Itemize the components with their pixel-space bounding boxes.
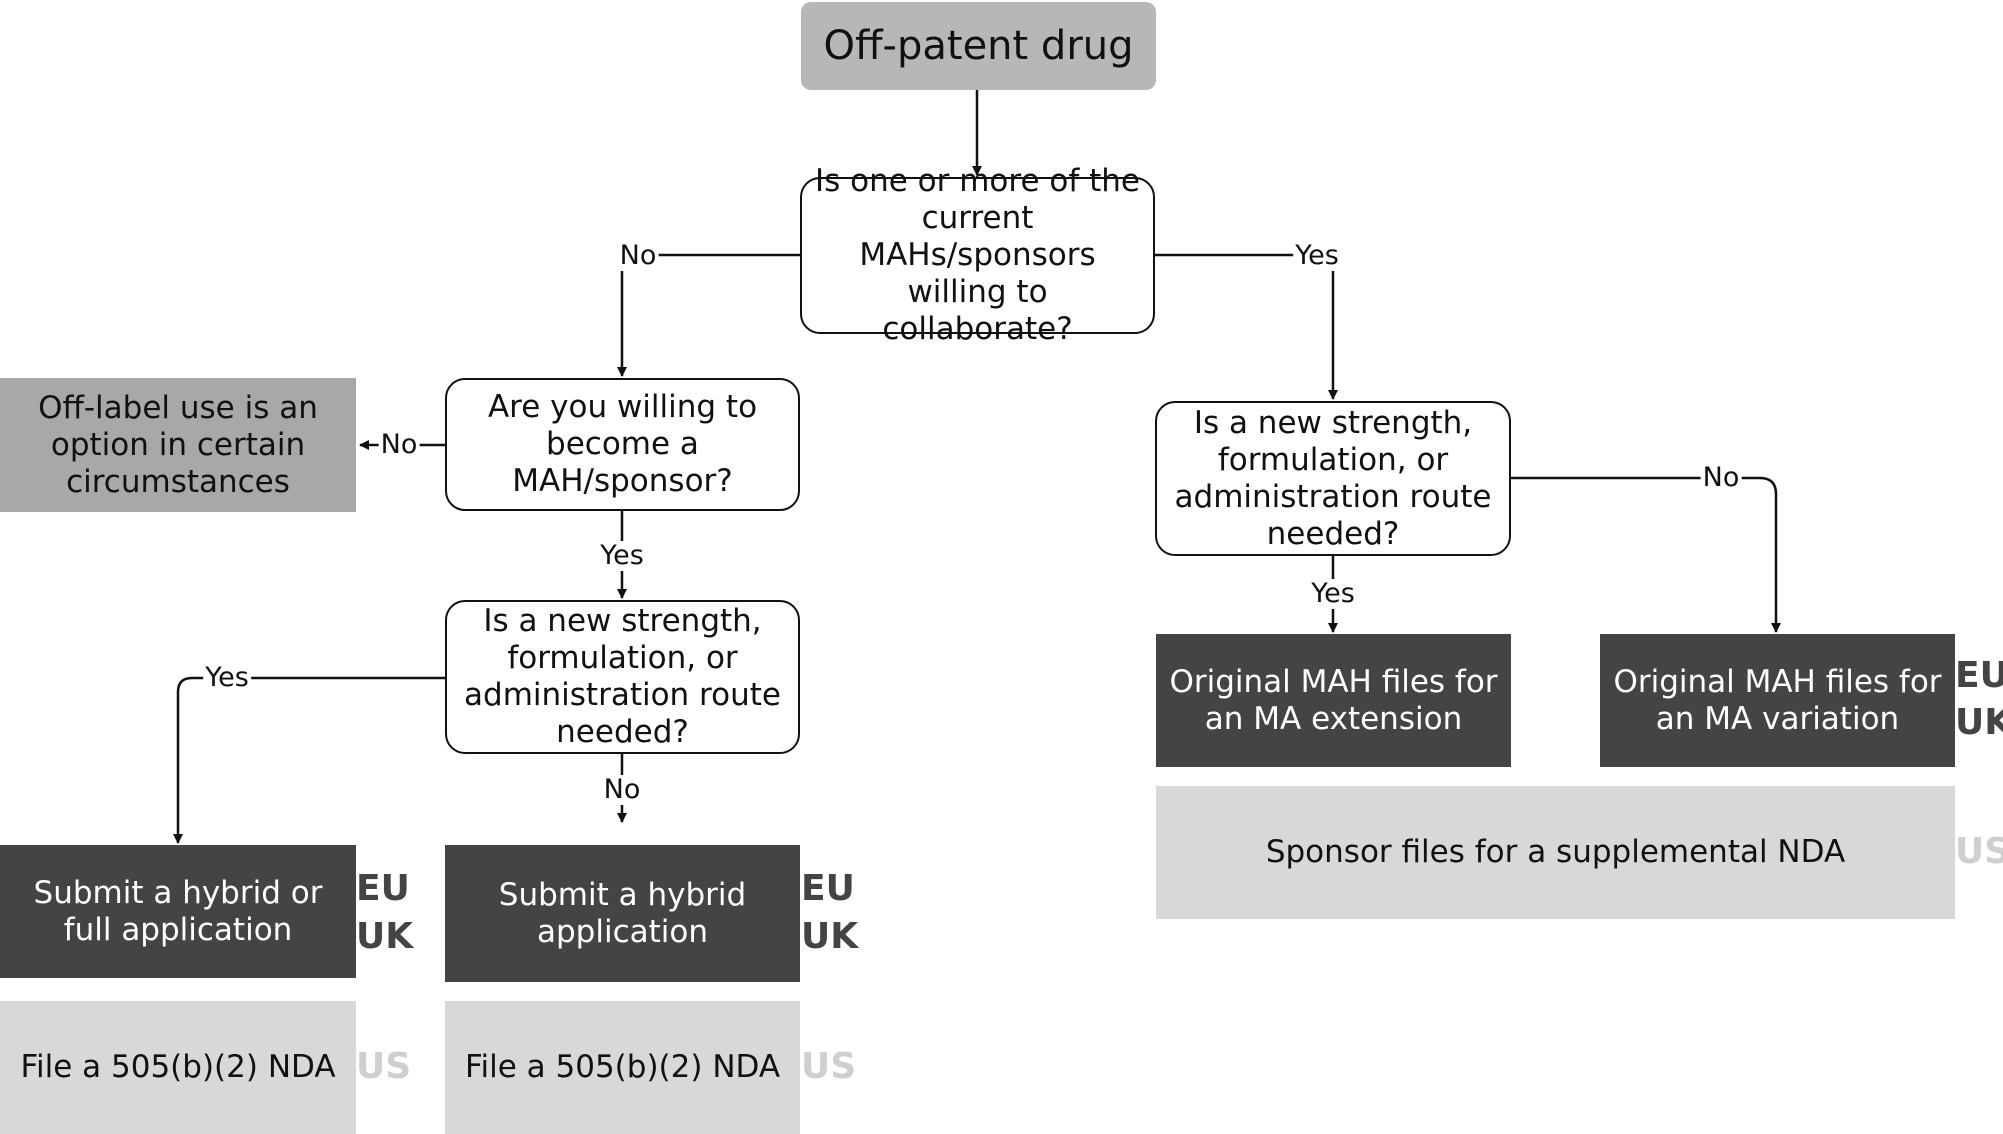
nda-505b2-node-left-label: File a 505(b)(2) NDA	[20, 1049, 336, 1085]
region-tag-us-left: US	[356, 1046, 412, 1087]
region-tag-us-middle: US	[801, 1046, 857, 1087]
edge-label-collaborate-no: No	[617, 240, 659, 271]
nda-505b2-node-right-label: File a 505(b)(2) NDA	[464, 1049, 781, 1085]
new-strength-question-right: Is a new strength, formulation, or admin…	[1155, 401, 1511, 556]
edge-collaborate-yes	[1155, 253, 1338, 400]
region-tag-eu-left: EU	[356, 868, 410, 909]
edge-label-become-mah-yes: Yes	[598, 540, 646, 571]
hybrid-node: Submit a hybrid application	[445, 845, 800, 982]
become-mah-question-label: Are you willing to become a MAH/sponsor?	[487, 389, 758, 499]
hybrid-node-label: Submit a hybrid application	[498, 876, 747, 950]
region-tag-uk-middle: UK	[801, 916, 859, 957]
region-tag-eu-middle: EU	[801, 868, 855, 909]
collaborate-question-label: Is one or more of the current MAHs/spons…	[814, 163, 1140, 347]
edge-label-left-no: No	[601, 774, 643, 805]
ma-variation-node: Original MAH files for an MA variation	[1600, 634, 1955, 767]
off-label-node: Off-label use is an option in certain ci…	[0, 378, 356, 512]
edge-label-right-yes: Yes	[1309, 578, 1357, 609]
edge-right-no	[1511, 476, 1781, 633]
start-node: Off-patent drug	[801, 2, 1156, 90]
nda-505b2-node-left: File a 505(b)(2) NDA	[0, 1001, 356, 1134]
collaborate-question: Is one or more of the current MAHs/spons…	[800, 163, 1155, 347]
start-node-label: Off-patent drug	[823, 23, 1134, 69]
nda-505b2-node-right: File a 505(b)(2) NDA	[445, 1001, 800, 1134]
edge-label-collaborate-yes: Yes	[1293, 240, 1341, 271]
ma-variation-node-label: Original MAH files for an MA variation	[1613, 663, 1942, 737]
supplemental-nda-node-label: Sponsor files for a supplemental NDA	[1265, 834, 1846, 870]
region-tag-us-right: US	[1955, 831, 2003, 872]
edge-label-become-mah-no: No	[378, 429, 420, 460]
edge-left-yes	[173, 676, 445, 844]
edge-label-right-no: No	[1700, 462, 1742, 493]
ma-extension-node-label: Original MAH files for an MA extension	[1169, 663, 1498, 737]
supplemental-nda-node: Sponsor files for a supplemental NDA	[1156, 786, 1955, 919]
new-strength-question-left-label: Is a new strength, formulation, or admin…	[464, 603, 781, 750]
hybrid-or-full-node-label: Submit a hybrid or full application	[33, 874, 323, 948]
region-tag-eu-right: EU	[1955, 655, 2003, 696]
edge-label-left-yes: Yes	[203, 662, 251, 693]
region-tag-uk-right: UK	[1955, 702, 2003, 743]
ma-extension-node: Original MAH files for an MA extension	[1156, 634, 1511, 767]
become-mah-question: Are you willing to become a MAH/sponsor?	[445, 378, 800, 511]
off-label-node-label: Off-label use is an option in certain ci…	[38, 389, 318, 500]
new-strength-question-left: Is a new strength, formulation, or admin…	[445, 600, 800, 754]
new-strength-question-right-label: Is a new strength, formulation, or admin…	[1174, 404, 1492, 552]
hybrid-or-full-node: Submit a hybrid or full application	[0, 845, 356, 978]
edge-collaborate-no	[617, 253, 800, 377]
region-tag-uk-left: UK	[356, 916, 414, 957]
